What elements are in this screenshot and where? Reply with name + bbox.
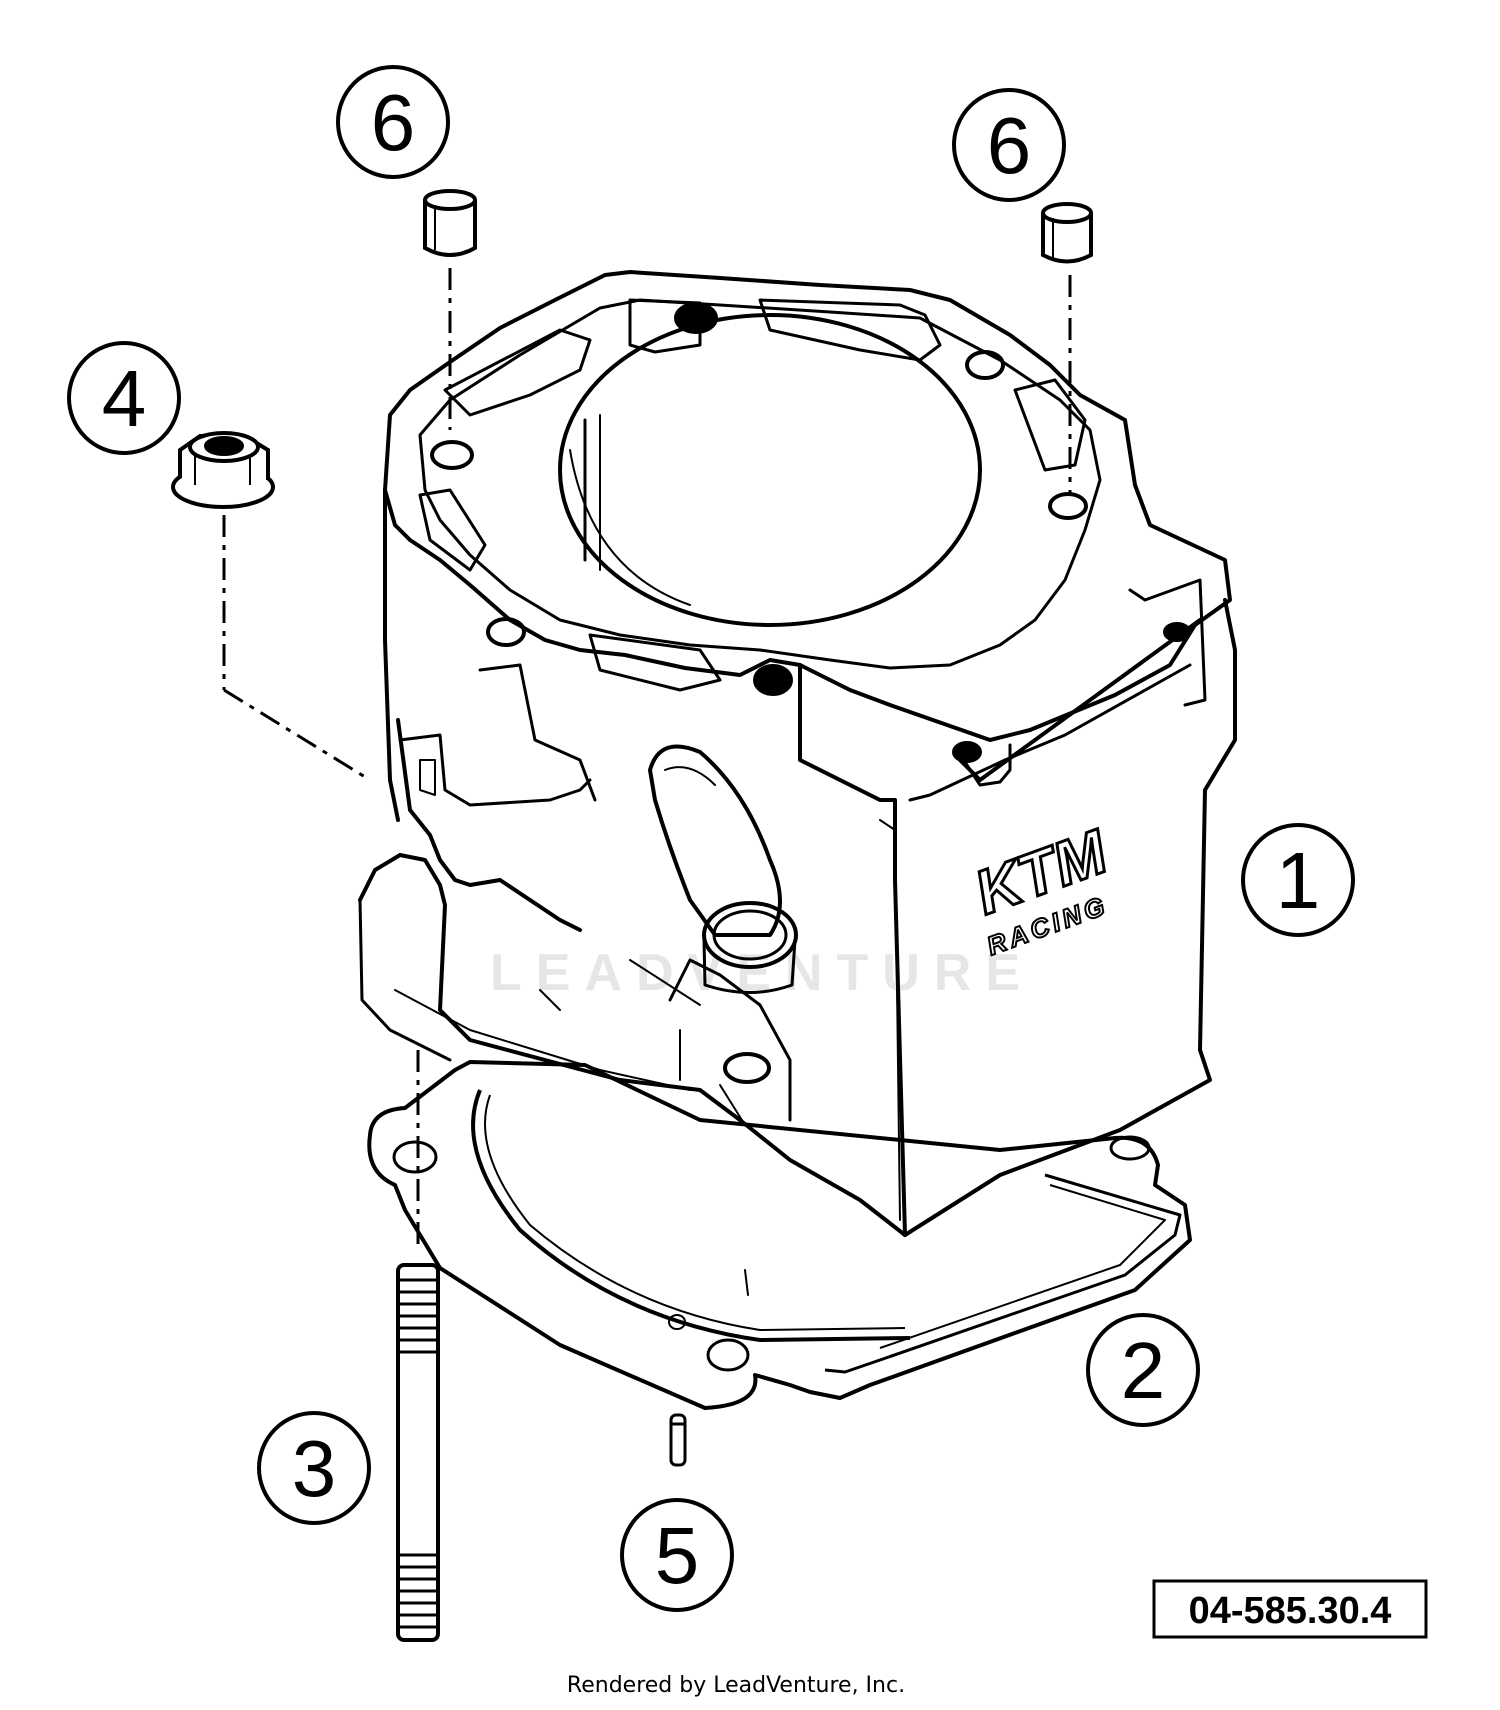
callout-6-left[interactable]: 6 [336,65,450,179]
callout-6-right[interactable]: 6 [952,88,1066,202]
callout-number: 3 [292,1424,337,1513]
callout-number: 1 [1276,836,1321,925]
leader-lines [222,268,1072,1250]
callout-number: 2 [1121,1326,1166,1415]
cylinder-body[interactable] [358,270,1237,1296]
flange-nut[interactable] [171,431,275,509]
dowel-sleeve-left[interactable] [423,189,477,257]
credit-text: Rendered by LeadVenture, Inc. [567,1673,905,1698]
callout-number: 6 [987,101,1032,190]
dowel-sleeve-right[interactable] [1041,202,1093,264]
callout-number: 6 [371,78,416,167]
reference-code-box: 04-585.30.4 [1152,1579,1428,1639]
brand-logo: KTM RACING [965,815,1119,962]
callout-3[interactable]: 3 [257,1411,371,1525]
callout-number: 4 [102,354,147,443]
base-gasket[interactable] [367,1060,1192,1410]
callout-5[interactable]: 5 [620,1498,734,1612]
callout-1[interactable]: 1 [1241,823,1355,937]
locating-pin[interactable] [669,1413,687,1467]
stud-bolt[interactable] [396,1263,440,1642]
reference-code: 04-585.30.4 [1189,1590,1392,1632]
callout-number: 5 [655,1511,700,1600]
callout-4[interactable]: 4 [67,341,181,455]
callout-2[interactable]: 2 [1086,1313,1200,1427]
